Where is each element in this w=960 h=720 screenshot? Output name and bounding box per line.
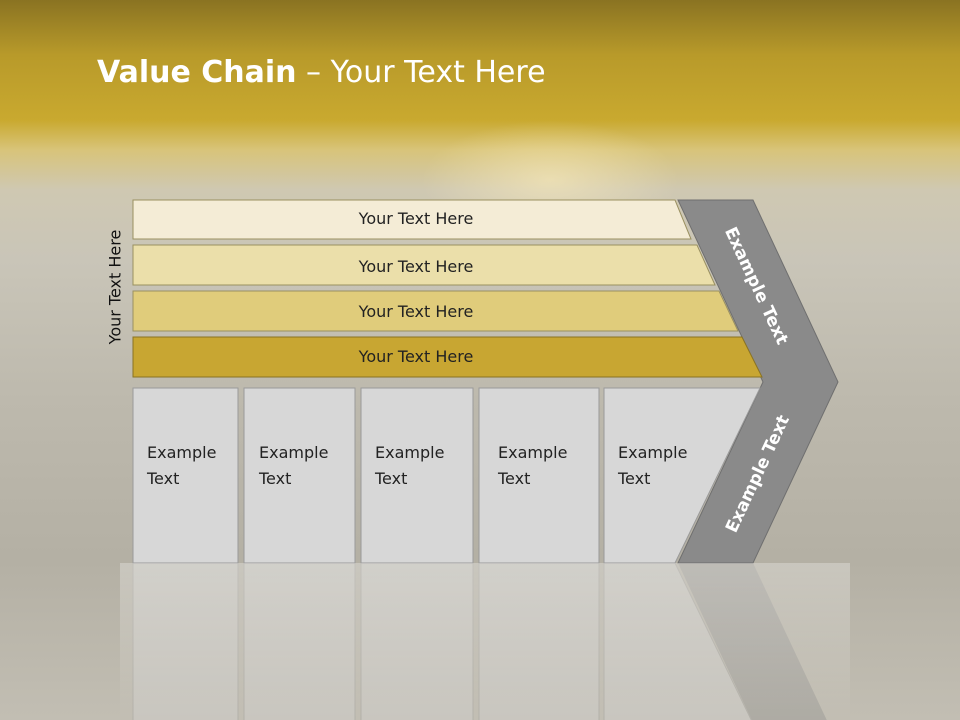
box-2-line1: Example xyxy=(259,443,328,462)
row-4: Your Text Here xyxy=(132,336,763,378)
row-4-label: Your Text Here xyxy=(358,347,474,366)
box-1-line1: Example xyxy=(147,443,216,462)
box-2-line2: Text xyxy=(258,469,291,488)
row-2-label: Your Text Here xyxy=(358,257,474,276)
box-5-line2: Text xyxy=(617,469,650,488)
row-2-bar xyxy=(132,244,716,286)
row-1-label: Your Text Here xyxy=(358,209,474,228)
box-4: Example Text xyxy=(478,387,600,564)
box-2-rect xyxy=(243,387,356,564)
row-4-bar xyxy=(132,336,763,378)
box-4-rect xyxy=(478,387,600,564)
row-3-bar xyxy=(132,290,739,332)
box-4-line1: Example xyxy=(498,443,567,462)
title-bold: Value Chain xyxy=(97,55,297,90)
box-5: Example Text xyxy=(603,387,761,564)
box-3-line2: Text xyxy=(374,469,407,488)
box-1: Example Text xyxy=(132,387,239,564)
box-3-rect xyxy=(360,387,474,564)
box-5-line1: Example xyxy=(618,443,687,462)
reflection-fade xyxy=(120,563,850,720)
slide-title: Value Chain – Your Text Here xyxy=(97,55,546,90)
row-1-bar xyxy=(132,199,692,240)
row-3: Your Text Here xyxy=(132,290,739,332)
box-4-line2: Text xyxy=(497,469,530,488)
row-2: Your Text Here xyxy=(132,244,716,286)
box-3-line1: Example xyxy=(375,443,444,462)
box-2: Example Text xyxy=(243,387,356,564)
box-3: Example Text xyxy=(360,387,474,564)
title-rest: – Your Text Here xyxy=(296,55,546,90)
box-1-rect xyxy=(132,387,239,564)
box-1-line2: Text xyxy=(146,469,179,488)
row-3-label: Your Text Here xyxy=(358,302,474,321)
row-1: Your Text Here xyxy=(132,199,692,240)
